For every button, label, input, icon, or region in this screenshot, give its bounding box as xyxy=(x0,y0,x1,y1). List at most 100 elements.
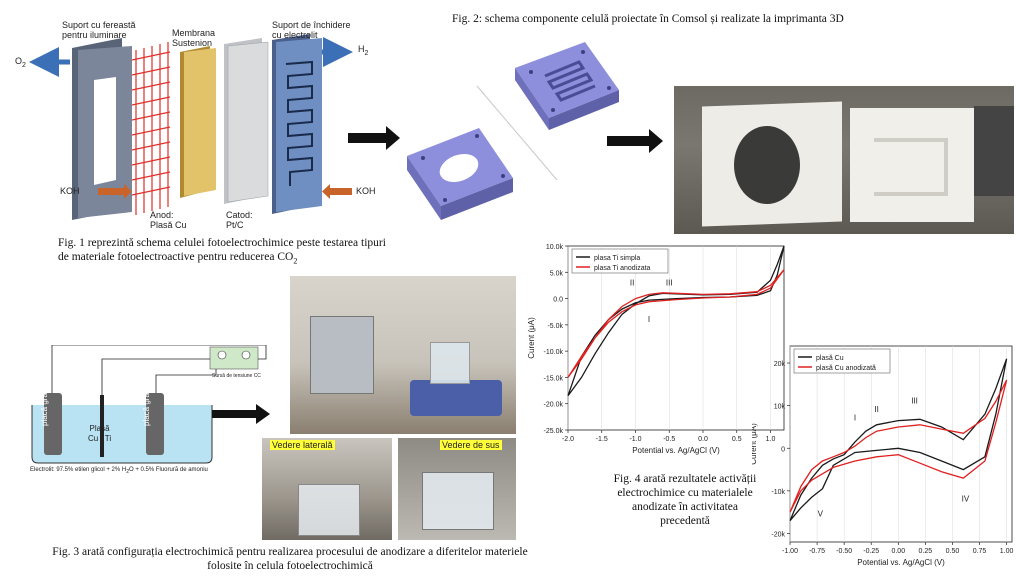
lab-setup-photo xyxy=(290,276,516,434)
power-supply-box xyxy=(209,346,259,370)
fig3-caption-line2: folosite în celula fotoelectrochimică xyxy=(207,560,373,572)
y-tick-label: -15.0k xyxy=(544,375,564,382)
top-view-photo xyxy=(398,438,516,540)
y-tick-label: 10k xyxy=(774,404,786,411)
legend-box xyxy=(571,248,669,274)
x-tick-label: 0.50 xyxy=(946,548,960,555)
x-tick-label: 0.75 xyxy=(973,548,987,555)
y-axis-label: Curent (μA) xyxy=(752,423,758,465)
closing-support-label: Suport de închidere cu electrolit xyxy=(272,20,351,40)
x-tick-label: 0.5 xyxy=(732,436,742,443)
annotation-label: I xyxy=(854,414,856,423)
electrolyte-tail: O + 0.5% Fluorură de amoniu xyxy=(129,467,208,473)
legend-label: plasă Cu anodizată xyxy=(816,365,876,372)
y-axis-label: Curent (μA) xyxy=(527,317,536,359)
side-view-label: Vedere laterală xyxy=(270,440,335,450)
annotation-label: V xyxy=(818,509,824,518)
h2-subscript: 2 xyxy=(364,49,369,57)
top-view-beaker xyxy=(422,472,494,530)
series-line-1 xyxy=(789,358,1008,522)
series-line-1 xyxy=(567,245,785,397)
fig1-caption-subscript: 2 xyxy=(293,256,298,266)
power-supply-knob-left xyxy=(217,350,227,360)
annotation-label: III xyxy=(911,397,918,406)
cad-plate-channels xyxy=(515,42,619,130)
legend-label: plasă Cu xyxy=(816,355,844,362)
fig1-caption: Fig. 1 reprezintă schema celulei fotoele… xyxy=(58,236,418,268)
x-tick-label: -1.5 xyxy=(596,436,608,443)
wire-to-left xyxy=(51,345,267,395)
x-tick-label: -0.25 xyxy=(863,548,879,555)
x-tick-label: 0.0 xyxy=(698,436,708,443)
flow-arrow-1 xyxy=(348,126,400,150)
graphite-right-label: placă grafit xyxy=(142,386,151,426)
window-support-frame xyxy=(72,38,132,220)
x-tick-label: -1.0 xyxy=(629,436,641,443)
y-tick-label: -10.0k xyxy=(544,349,564,356)
y-tick-label: 20k xyxy=(774,361,786,368)
x-tick-label: 0.00 xyxy=(891,548,905,555)
window-support-label: Suport cu fereastă pentru iluminare xyxy=(62,20,136,40)
annotation-label: III xyxy=(666,278,673,287)
fig4-caption: Fig. 4 arată rezultatele activății elect… xyxy=(600,472,770,528)
graphite-left-label: placă grafit xyxy=(40,386,49,426)
cad-plate-window xyxy=(407,128,513,220)
x-tick-label: -0.50 xyxy=(836,548,852,555)
side-view-photo xyxy=(262,438,392,540)
membrane-plate xyxy=(180,46,216,198)
side-view-beaker xyxy=(298,484,360,536)
fig4-caption-line3: anodizate în activitatea xyxy=(632,501,738,513)
y-tick-label: 0 xyxy=(781,446,785,453)
x-tick-label: -0.5 xyxy=(663,436,675,443)
fig3-caption: Fig. 3 arată configurația electrochimică… xyxy=(40,545,540,573)
fig4-caption-line4: precedentă xyxy=(660,515,710,527)
flow-arrow-3 xyxy=(212,410,256,418)
fig3-caption-line1: Fig. 3 arată configurația electrochimică… xyxy=(52,546,528,558)
legend-label: plasa Ti simpla xyxy=(594,255,640,262)
annotation-label: I xyxy=(648,315,650,324)
fig3-schematic xyxy=(31,345,267,464)
y-tick-label: 0.0 xyxy=(553,297,563,304)
y-tick-label: 5.0k xyxy=(550,270,564,277)
y-tick-label: -10k xyxy=(771,489,785,496)
plot-frame xyxy=(789,345,1013,543)
printed-channel xyxy=(874,138,948,196)
printed-parts-photo xyxy=(674,86,1014,234)
electrolyte-text: Electrolit: 97.5% etilen glicol + 2% H xyxy=(30,467,127,473)
electrolyte-subscript: 2 xyxy=(126,469,129,476)
stirrer-photo xyxy=(410,380,502,416)
fig2-cad-renders xyxy=(407,42,663,220)
printed-plate-channels xyxy=(850,108,974,222)
printed-plate-hole xyxy=(734,126,800,204)
wire-to-right xyxy=(155,369,217,395)
closing-support-plate xyxy=(272,34,322,214)
center-electrode xyxy=(100,395,104,457)
anode-label: Anod: Plasă Cu xyxy=(150,210,187,230)
electrolyte-label: Electrolit: 97.5% etilen glicol + 2% H2O… xyxy=(30,465,208,477)
y-tick-label: -20k xyxy=(771,531,785,538)
h2-text: H xyxy=(358,44,365,54)
fig4-caption-line2: electrochimice cu materialele xyxy=(617,487,753,499)
fig1-drawing xyxy=(28,34,400,220)
koh-left-arrow xyxy=(98,184,132,199)
graphite-left xyxy=(44,393,62,455)
koh-right-arrow xyxy=(322,184,352,199)
annotation-label: IV xyxy=(962,495,970,504)
y-tick-label: -25.0k xyxy=(544,428,564,435)
x-tick-label: -2.0 xyxy=(562,436,574,443)
koh-left-label: KOH xyxy=(60,186,80,196)
beaker-photo xyxy=(430,342,470,384)
cathode-mesh xyxy=(224,38,269,204)
series-line-2 xyxy=(789,379,1008,513)
x-tick-label: 1.0 xyxy=(766,436,776,443)
series-line-2 xyxy=(567,269,785,378)
legend-box xyxy=(793,348,891,374)
flow-arrow-2 xyxy=(607,129,663,153)
o2-subscript: 2 xyxy=(22,61,26,69)
fig1-caption-line2-text: de materiale fotoelectroactive pentru re… xyxy=(58,251,294,263)
o2-text: O xyxy=(15,56,23,66)
fig1-schematic: Suport cu fereastă pentru iluminare Memb… xyxy=(10,0,430,230)
x-axis-label: Potential vs. Ag/AgCl (V) xyxy=(857,558,945,567)
